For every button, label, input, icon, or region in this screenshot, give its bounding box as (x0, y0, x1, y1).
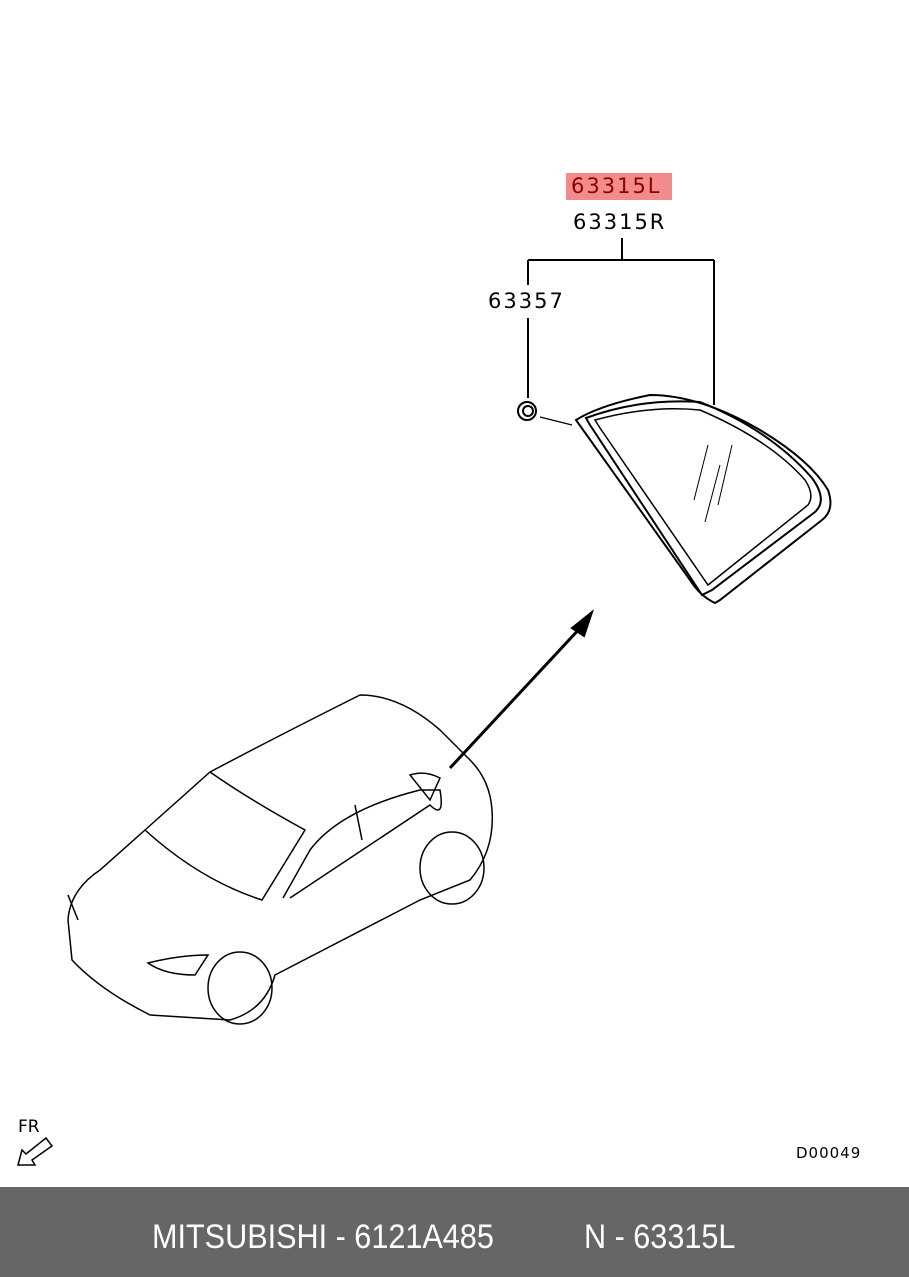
highlighted-part-label[interactable]: 63315L (566, 173, 672, 200)
diagram-code: D00049 (796, 1144, 862, 1162)
footer-bar: MITSUBISHI - 6121A485 N - 63315L (0, 1187, 909, 1277)
part-label-right[interactable]: 63315R (573, 210, 667, 234)
footer-ref: N - 63315L (584, 1218, 736, 1256)
leader-lines (527, 238, 715, 426)
part-label-clip[interactable]: 63357 (488, 289, 565, 313)
direction-arrow (448, 609, 595, 770)
front-direction-icon (17, 1136, 54, 1166)
clip-part-icon (517, 401, 537, 421)
quarter-glass-icon (574, 393, 832, 605)
footer-brand-part: MITSUBISHI - 6121A485 (152, 1218, 494, 1256)
front-direction-label: FR (18, 1117, 40, 1137)
parts-diagram (17, 238, 832, 1166)
car-outline-icon (67, 694, 494, 1025)
